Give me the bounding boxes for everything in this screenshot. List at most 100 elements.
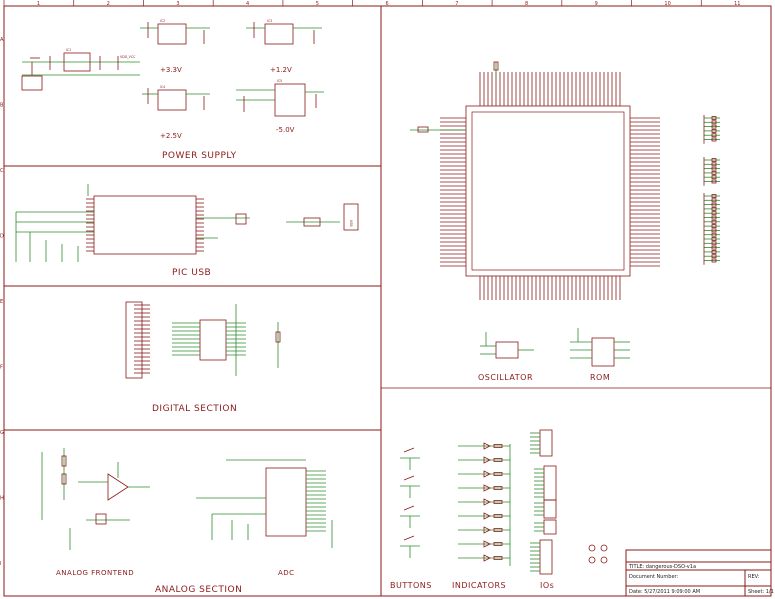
pushbutton bbox=[403, 447, 415, 453]
row-label: D bbox=[0, 233, 4, 239]
column-label: 2 bbox=[107, 1, 110, 7]
connector-resistor bbox=[711, 249, 717, 254]
column-label: 8 bbox=[525, 1, 528, 7]
connector-resistor bbox=[711, 232, 717, 237]
led-resistor bbox=[493, 556, 503, 560]
connector-resistor bbox=[711, 211, 717, 216]
rail-label-2v5: +2.5V bbox=[160, 132, 182, 140]
led bbox=[483, 540, 491, 548]
connector-resistor bbox=[711, 137, 717, 142]
sheet-border bbox=[3, 5, 772, 597]
pic-microcontroller bbox=[93, 195, 197, 255]
column-label: 4 bbox=[246, 1, 249, 7]
led-resistor bbox=[493, 528, 503, 532]
pushbutton bbox=[403, 475, 415, 481]
buttons-section: BUTTONS bbox=[390, 447, 432, 590]
svg-text:IC2: IC2 bbox=[160, 19, 165, 23]
row-label: G bbox=[0, 430, 4, 436]
svg-text:IC4: IC4 bbox=[160, 85, 165, 89]
section-title-analog: ANALOG SECTION bbox=[155, 585, 242, 595]
svg-text:IC1: IC1 bbox=[66, 48, 71, 52]
digital-header-connector bbox=[125, 301, 143, 379]
mounting-hole bbox=[588, 556, 596, 564]
rail-label-1v2: +1.2V bbox=[270, 66, 292, 74]
io-connector bbox=[543, 499, 557, 519]
led bbox=[483, 498, 491, 506]
led bbox=[483, 456, 491, 464]
section-title-buttons: BUTTONS bbox=[390, 581, 432, 590]
rom-section: ROM bbox=[570, 328, 630, 382]
connector-resistor bbox=[711, 219, 717, 224]
led bbox=[483, 470, 491, 478]
connector-resistor bbox=[711, 124, 717, 129]
title-block-date: Date: 5/27/2011 9:09:00 AM bbox=[629, 589, 700, 595]
pushbutton bbox=[403, 505, 415, 511]
rail-label-neg5v: -5.0V bbox=[276, 126, 295, 134]
title-block-doc-number: Document Number: bbox=[629, 574, 678, 580]
section-title-power-supply: POWER SUPPLY bbox=[162, 151, 237, 161]
connector-resistor bbox=[711, 198, 717, 203]
op-amp bbox=[107, 473, 129, 501]
column-label: 3 bbox=[176, 1, 179, 7]
adc-ic bbox=[265, 467, 307, 537]
led bbox=[483, 526, 491, 534]
led-resistor bbox=[493, 472, 503, 476]
led-resistor bbox=[493, 514, 503, 518]
section-title-analog-frontend: ANALOG FRONTEND bbox=[56, 569, 134, 577]
svg-text:VDD_VCC: VDD_VCC bbox=[120, 55, 136, 59]
connector-resistor bbox=[711, 158, 717, 162]
row-label: B bbox=[0, 102, 4, 108]
pushbutton bbox=[403, 535, 415, 541]
section-title-oscillator: OSCILLATOR bbox=[478, 373, 533, 382]
connector-resistor bbox=[711, 237, 717, 241]
io-connector bbox=[539, 429, 553, 457]
column-label: 7 bbox=[455, 1, 458, 7]
column-label: 1 bbox=[37, 1, 40, 7]
power-supply-section: IC1 VDD_VCC IC2 +3.3V IC3 +1.2V IC4 +2.5… bbox=[21, 19, 324, 161]
mounting-hole bbox=[600, 544, 608, 552]
title-block: TITLE: dangerous-DSO-v1a Document Number… bbox=[625, 549, 774, 597]
section-title-indicators: INDICATORS bbox=[452, 581, 506, 590]
led-resistor bbox=[493, 500, 503, 504]
mounting-hole bbox=[600, 556, 608, 564]
title-block-rev: REV: bbox=[748, 574, 760, 580]
io-connector bbox=[543, 465, 557, 501]
connector-resistor bbox=[711, 241, 717, 246]
section-title-pic-usb: PIC USB bbox=[172, 268, 211, 278]
title-block-sheet: Sheet: 1/1 bbox=[748, 589, 774, 595]
led-resistor bbox=[493, 444, 503, 448]
connector-resistor bbox=[711, 120, 717, 125]
fpga-ic bbox=[465, 105, 631, 277]
row-label: A bbox=[0, 37, 4, 43]
connector-resistor bbox=[711, 202, 717, 207]
section-title-digital: DIGITAL SECTION bbox=[152, 404, 237, 414]
connector-resistor bbox=[711, 162, 717, 167]
usb-label: USB bbox=[349, 220, 353, 227]
oscillator-part bbox=[495, 341, 519, 359]
digital-buffer-ic bbox=[199, 319, 227, 361]
column-label: 10 bbox=[664, 1, 670, 7]
connector-resistor bbox=[711, 128, 717, 133]
connector-resistor bbox=[711, 166, 717, 171]
svg-text:IC5: IC5 bbox=[277, 79, 282, 83]
connector-resistor bbox=[711, 194, 717, 198]
connector-resistor bbox=[711, 215, 717, 220]
row-label: E bbox=[0, 299, 3, 305]
rail-label-3v3: +3.3V bbox=[160, 66, 182, 74]
title-block-title: TITLE: dangerous-DSO-v1a bbox=[628, 564, 696, 570]
connector-resistor bbox=[711, 228, 717, 233]
connector-resistor bbox=[711, 224, 717, 229]
section-title-adc: ADC bbox=[278, 569, 295, 577]
led bbox=[483, 442, 491, 450]
digital-section: DIGITAL SECTION bbox=[125, 301, 281, 414]
row-label: H bbox=[0, 496, 4, 502]
connector-resistor bbox=[711, 133, 717, 138]
column-label: 5 bbox=[316, 1, 319, 7]
indicators-section: INDICATORS bbox=[452, 442, 511, 590]
pic-usb-section: USB PIC USB bbox=[15, 184, 359, 278]
section-title-ios: IOs bbox=[540, 581, 554, 590]
led bbox=[483, 484, 491, 492]
row-label: F bbox=[0, 365, 3, 371]
rom-ic bbox=[591, 337, 615, 367]
